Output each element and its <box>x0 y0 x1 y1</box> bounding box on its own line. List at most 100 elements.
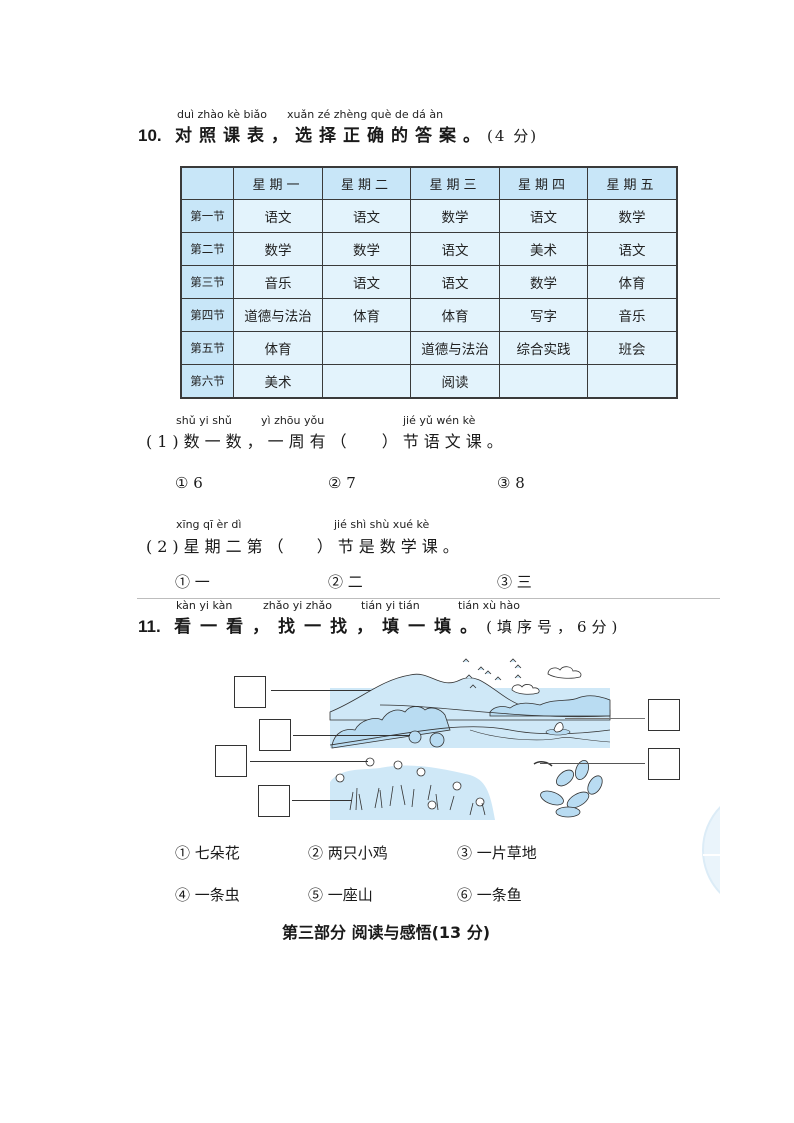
table-cell: 语文 <box>322 265 411 299</box>
sub1-pinyin-3: jié yǔ wén kè <box>403 414 476 427</box>
birds-icon <box>462 658 522 689</box>
caterpillar-icon <box>533 761 553 767</box>
q10-number: 10. <box>138 126 162 145</box>
table-cell: 道德与法治 <box>233 298 323 332</box>
period-label: 第二节 <box>180 232 234 266</box>
table-cell: 语文 <box>233 199 323 233</box>
table-row: 第三节 音乐 语文 语文 数学 体育 <box>180 265 678 299</box>
table-cell: 道德与法治 <box>410 331 500 365</box>
sub1-option-3[interactable]: ③ 8 <box>497 474 525 492</box>
q11-option-2: ② 两只小鸡 <box>308 844 388 862</box>
table-cell: 美术 <box>233 364 323 399</box>
answer-box-mountain[interactable] <box>234 676 266 708</box>
q11-option-5: ⑤ 一座山 <box>308 886 373 904</box>
sub2-option-2[interactable]: ② 二 <box>328 573 363 591</box>
table-cell <box>587 364 678 399</box>
table-cell: 语文 <box>322 199 411 233</box>
sub2-text-a: 星期二第（ <box>183 537 289 556</box>
q11-title: 看一看，找一找，填一填。 <box>174 617 487 637</box>
chicks-icon <box>408 730 445 748</box>
period-label: 第六节 <box>180 364 234 399</box>
sub1-option-1[interactable]: ① 6 <box>175 474 203 492</box>
sub2-question: (2)星期二第（ ）节是数学课。 <box>146 533 464 557</box>
table-header-wed: 星期三 <box>410 166 500 200</box>
leader-line <box>540 763 645 765</box>
table-cell: 音乐 <box>587 298 678 332</box>
q10-title: 对照课表，选择正确的答案。 <box>175 126 488 146</box>
leaves-plant-icon <box>540 759 603 818</box>
q11-score: (填序号，6分) <box>486 618 623 636</box>
table-cell: 班会 <box>587 331 678 365</box>
table-cell: 语文 <box>410 265 500 299</box>
q11-pinyin-1: kàn yi kàn <box>176 599 233 612</box>
sub2-option-3[interactable]: ③ 三 <box>497 573 532 591</box>
period-label: 第五节 <box>180 331 234 365</box>
table-cell: 数学 <box>322 232 411 266</box>
answer-box-grass[interactable] <box>258 785 290 817</box>
far-bushes-icon <box>489 695 611 717</box>
period-label: 第三节 <box>180 265 234 299</box>
period-label: 第一节 <box>180 199 234 233</box>
table-cell: 写字 <box>499 298 588 332</box>
answer-box-chicks[interactable] <box>259 719 291 751</box>
fish-icon <box>553 722 564 733</box>
leader-line <box>565 718 645 720</box>
class-schedule-table: 星期一 星期二 星期三 星期四 星期五 第一节 语文 语文 数学 语文 数学 第… <box>180 166 678 399</box>
leader-line <box>292 800 352 802</box>
q11-option-3: ③ 一片草地 <box>457 844 537 862</box>
table-header-thu: 星期四 <box>499 166 588 200</box>
sub1-text-a: 数一数，一周有（ <box>183 432 352 451</box>
q10-heading: 10. 对照课表，选择正确的答案。(4 分) <box>138 121 538 146</box>
table-header-fri: 星期五 <box>587 166 678 200</box>
table-cell: 数学 <box>233 232 323 266</box>
table-row: 第四节 道德与法治 体育 体育 写字 音乐 <box>180 298 678 332</box>
q11-option-4: ④ 一条虫 <box>175 886 240 904</box>
table-row: 第六节 美术 阅读 <box>180 364 678 399</box>
sub2-label: (2) <box>146 537 184 556</box>
table-cell: 数学 <box>410 199 500 233</box>
q10-pinyin-2: xuǎn zé zhèng què de dá àn <box>287 108 444 121</box>
q11-pinyin-2: zhǎo yi zhǎo <box>263 599 332 612</box>
leader-line <box>293 735 410 737</box>
period-label: 第四节 <box>180 298 234 332</box>
sub1-pinyin-1: shǔ yi shǔ <box>176 414 232 427</box>
q11-option-6: ⑥ 一条鱼 <box>457 886 522 904</box>
table-cell <box>322 331 411 365</box>
table-cell: 体育 <box>233 331 323 365</box>
cloud-icon <box>511 684 540 695</box>
sub2-option-1[interactable]: ① 一 <box>175 573 210 591</box>
q10-pinyin-1: duì zhào kè biǎo <box>177 108 267 121</box>
sub1-label: (1) <box>146 432 184 451</box>
table-row: 第二节 数学 数学 语文 美术 语文 <box>180 232 678 266</box>
section3-title: 第三部分 阅读与感悟(13 分) <box>282 923 491 942</box>
sub1-text-b: ）节语文课。 <box>381 432 508 451</box>
table-header-mon: 星期一 <box>233 166 323 200</box>
table-header-row: 星期一 星期二 星期三 星期四 星期五 <box>180 166 678 200</box>
leader-line <box>250 761 368 763</box>
table-cell: 音乐 <box>233 265 323 299</box>
table-cell: 数学 <box>587 199 678 233</box>
sub1-pinyin-2: yì zhōu yǒu <box>261 414 325 427</box>
answer-box-flowers[interactable] <box>215 745 247 777</box>
table-cell: 体育 <box>587 265 678 299</box>
table-row: 第一节 语文 语文 数学 语文 数学 <box>180 199 678 233</box>
table-row: 第五节 体育 道德与法治 综合实践 班会 <box>180 331 678 365</box>
table-cell <box>499 364 588 399</box>
answer-box-fish[interactable] <box>648 699 680 731</box>
leader-line <box>271 690 371 692</box>
cloud-icon <box>547 666 582 679</box>
table-cell: 美术 <box>499 232 588 266</box>
q10-score: (4 分) <box>487 127 539 145</box>
q11-option-1: ① 七朵花 <box>175 844 240 862</box>
table-cell: 语文 <box>499 199 588 233</box>
sub1-option-2[interactable]: ② 7 <box>328 474 356 492</box>
answer-box-caterpillar[interactable] <box>648 748 680 780</box>
page-margin <box>720 790 794 910</box>
grass-field <box>330 765 495 820</box>
table-header-tue: 星期二 <box>322 166 411 200</box>
table-cell: 综合实践 <box>499 331 588 365</box>
q11-number: 11. <box>138 617 161 636</box>
sub2-text-b: ）节是数学课。 <box>316 537 464 556</box>
sub2-pinyin-2: jié shì shù xué kè <box>334 518 430 531</box>
landscape-illustration <box>329 658 611 820</box>
